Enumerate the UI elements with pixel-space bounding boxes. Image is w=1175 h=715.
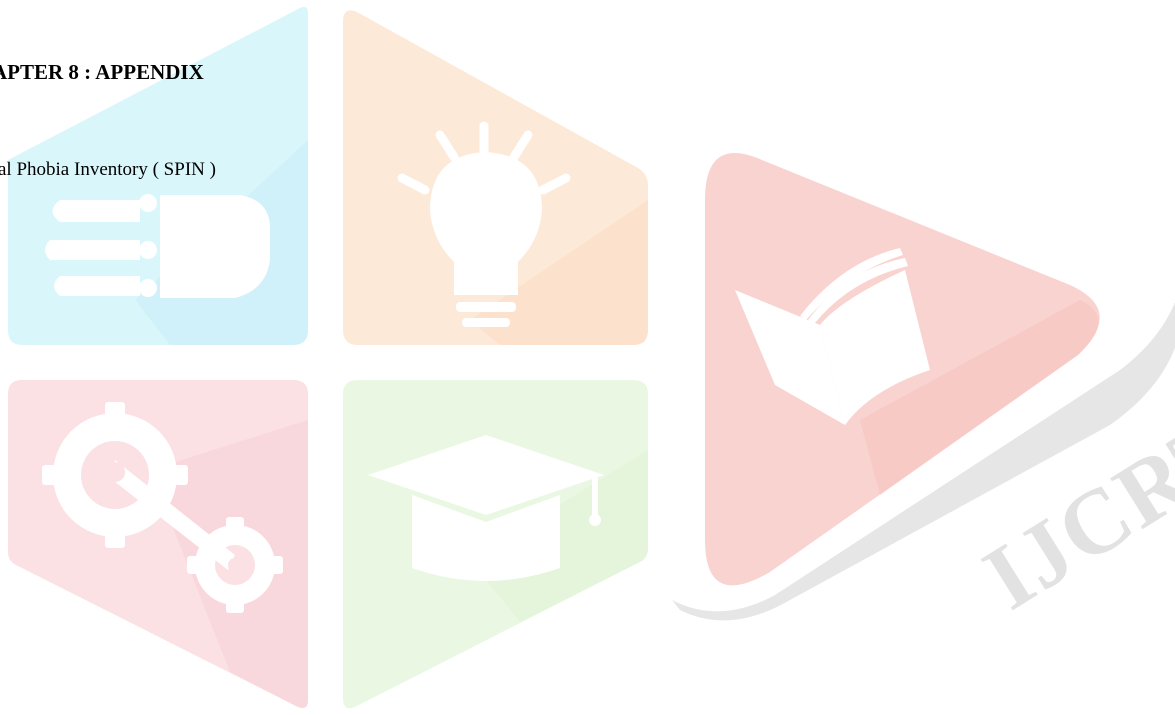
graduation-cap-icon: [368, 435, 604, 581]
chapter-heading: APTER 8 : APPENDIX: [0, 60, 204, 84]
graduation-cap-tile: [343, 380, 648, 709]
brain-circuit-icon: [45, 194, 270, 298]
open-book-icon: [735, 248, 930, 425]
brain-circuit-tile: [8, 6, 308, 345]
section-title: al Phobia Inventory ( SPIN ): [0, 159, 216, 180]
light-bulb-icon: [397, 121, 571, 327]
gears-tile: [8, 380, 308, 708]
light-bulb-tile: [343, 10, 648, 345]
book-play-tile: [672, 153, 1175, 621]
gears-icon: [42, 402, 283, 613]
